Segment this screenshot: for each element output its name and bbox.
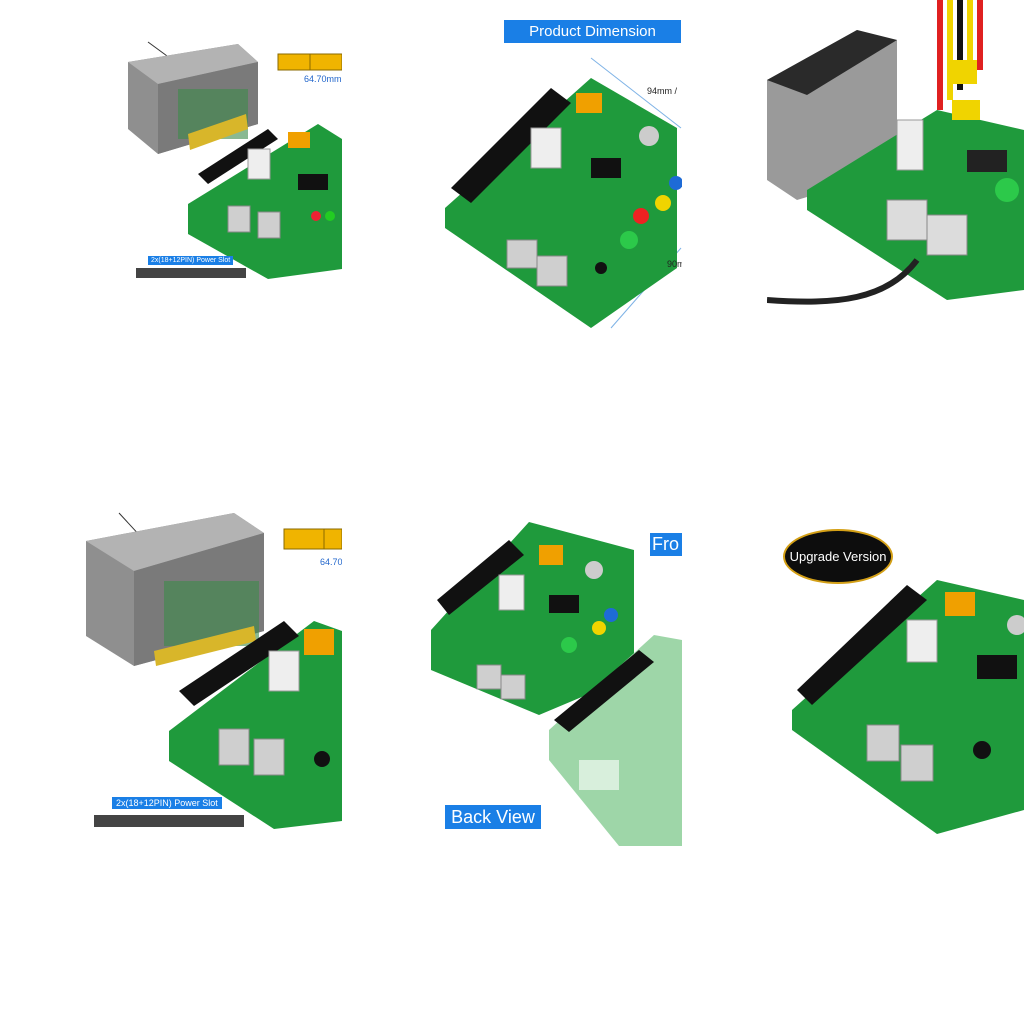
product-image-1[interactable]: 64.70mm 2x(18+12PIN) Power Slot <box>118 34 342 290</box>
dimension-height: 90m <box>667 259 682 269</box>
product-dimension-title: Product Dimension <box>504 20 681 43</box>
slot-label: 2x(18+12PIN) Power Slot <box>112 797 222 809</box>
pcb-front-back-illustration <box>431 522 682 846</box>
pcb-upgrade-illustration <box>792 580 1024 834</box>
pcb-connected-illustration <box>767 0 1024 305</box>
product-image-3[interactable] <box>767 0 1024 320</box>
product-image-4[interactable]: 64.70 2x(18+12PIN) Power Slot <box>84 511 342 829</box>
product-image-5[interactable]: Fro Back View <box>429 520 682 846</box>
product-image-2[interactable]: Product Dimension 94mm / 90m <box>441 18 682 335</box>
dimension-width: 94mm / <box>647 86 678 96</box>
slot-label: 2x(18+12PIN) Power Slot <box>148 256 234 265</box>
product-image-6[interactable]: Upgrade Version <box>767 520 1024 834</box>
pcb-with-psu-illustration <box>86 512 342 829</box>
upgrade-version-badge: Upgrade Version <box>783 529 893 584</box>
back-view-label: Back View <box>445 805 541 829</box>
dimension-value: 64.70 <box>320 557 342 567</box>
pcb-with-psu-illustration <box>128 41 342 279</box>
dimension-value: 64.70mm <box>304 74 342 84</box>
pcb-dimension-illustration <box>445 57 682 329</box>
front-view-title: Fro <box>650 533 682 556</box>
